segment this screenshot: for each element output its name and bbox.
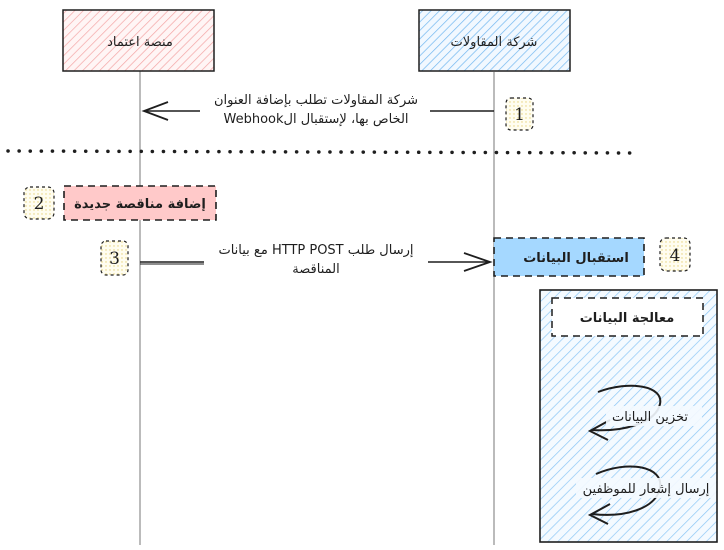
step-badge-1: 1 xyxy=(505,97,534,131)
arrowhead-right-icon xyxy=(463,252,493,272)
message-3-line2: المناقصة xyxy=(292,262,339,277)
step-badge-3: 3 xyxy=(100,240,129,276)
participant-right: شركة المقاولات xyxy=(418,9,571,72)
processing-title: معالجة البيانات xyxy=(580,311,675,326)
separator-dotted xyxy=(6,149,638,155)
self-loop-store: تخزين البيانات xyxy=(587,384,702,441)
loop-arrow-icon xyxy=(587,419,611,441)
note-add-tender-label: إضافة مناقصة جديدة xyxy=(74,197,206,212)
step-badge-3-number: 3 xyxy=(109,249,120,269)
participant-left: منصة اعتماد xyxy=(62,9,215,72)
self-loop-notify-label: إرسال إشعار للموظفين xyxy=(583,482,710,497)
message-1-line1: شركة المقاولات تطلب بإضافة العنوان xyxy=(214,93,418,108)
message-3: إرسال طلب HTTP POST مع بيانات المناقصة xyxy=(140,243,493,277)
step-badge-4-number: 4 xyxy=(670,246,681,266)
arrowhead-left-icon xyxy=(141,101,169,121)
step-badge-2-number: 2 xyxy=(34,194,45,214)
note-receive-data: استقبال البيانات xyxy=(493,237,645,277)
note-add-tender: إضافة مناقصة جديدة xyxy=(63,185,217,221)
note-receive-data-label: استقبال البيانات xyxy=(523,251,629,266)
participant-left-label: منصة اعتماد xyxy=(107,35,173,50)
participant-right-label: شركة المقاولات xyxy=(451,35,538,50)
loop-arrow-icon xyxy=(587,503,611,525)
processing-container: معالجة البيانات تخزين البيانات إرسال إشع… xyxy=(539,289,718,543)
step-badge-1-number: 1 xyxy=(514,105,525,125)
message-3-line1: إرسال طلب HTTP POST مع بيانات xyxy=(218,243,413,258)
message-1: شركة المقاولات تطلب بإضافة العنوان الخاص… xyxy=(141,93,494,127)
step-badge-4: 4 xyxy=(659,237,691,272)
step-badge-2: 2 xyxy=(23,186,55,220)
self-loop-store-label: تخزين البيانات xyxy=(612,410,688,425)
message-1-line2: الخاص بها، لإستقبال الWebhook xyxy=(223,112,408,127)
self-loop-notify: إرسال إشعار للموظفين xyxy=(576,465,716,525)
